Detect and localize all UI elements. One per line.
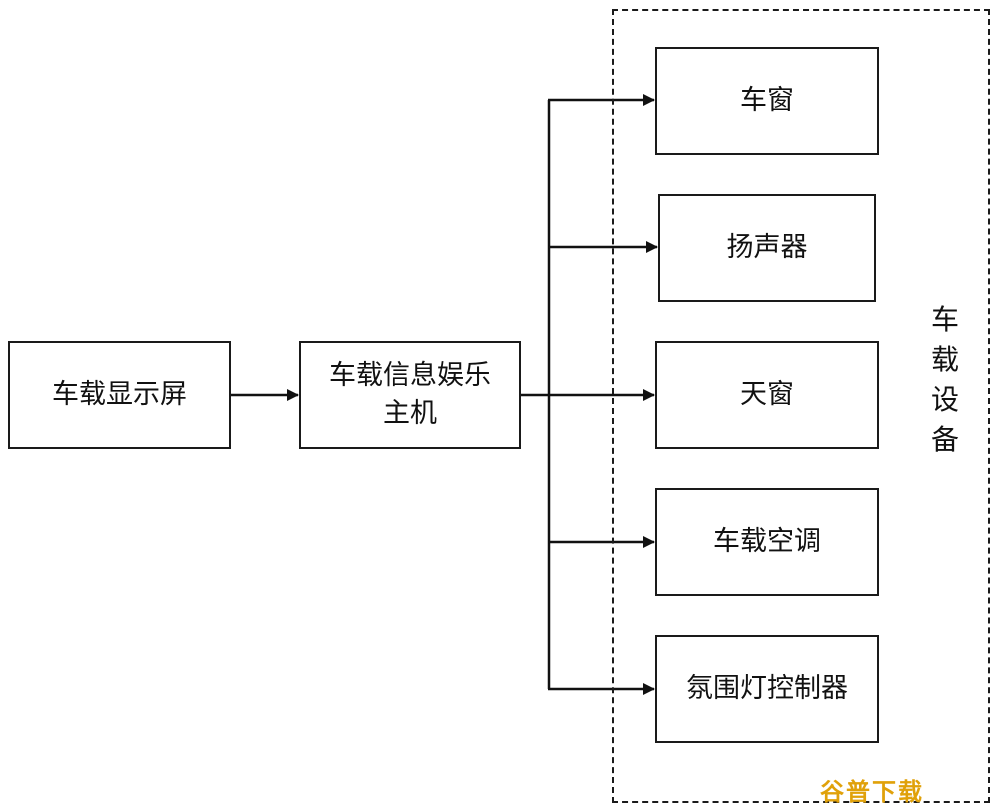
infotainment-host-label-line1: 车载信息娱乐	[329, 360, 491, 391]
device-label: 天窗	[740, 379, 794, 410]
device-speaker: 扬声器	[658, 194, 876, 302]
vehicle-devices-group	[612, 9, 990, 803]
device-label: 扬声器	[726, 232, 808, 263]
infotainment-host-label-line2: 主机	[383, 398, 437, 429]
device-car-window: 车窗	[655, 47, 879, 155]
device-ambient-light-controller: 氛围灯控制器	[655, 635, 879, 743]
device-air-conditioner: 车载空调	[655, 488, 879, 596]
vehicle-devices-label: 车载设备	[930, 303, 959, 456]
device-label: 车窗	[740, 85, 794, 116]
infotainment-host-box: 车载信息娱乐 主机	[299, 341, 521, 449]
watermark: 谷普下载	[820, 778, 924, 806]
display-screen-box: 车载显示屏	[8, 341, 231, 449]
display-screen-label: 车载显示屏	[52, 379, 187, 410]
device-sunroof: 天窗	[655, 341, 879, 449]
device-label: 车载空调	[713, 526, 821, 557]
device-label: 氛围灯控制器	[686, 673, 848, 704]
